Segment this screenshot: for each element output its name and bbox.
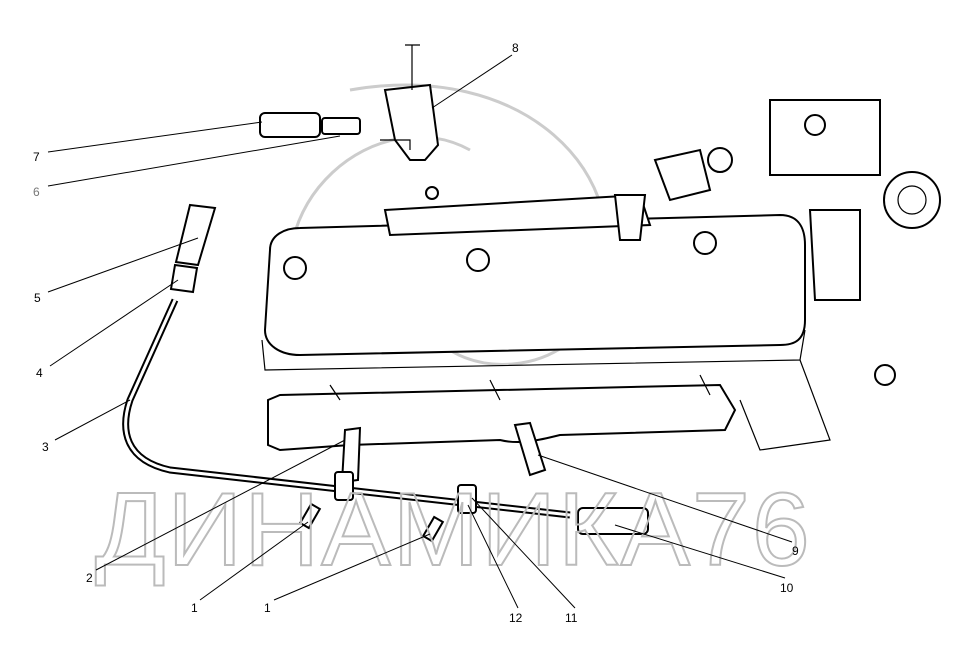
clamp-12 (334, 471, 354, 501)
callout-10: 10 (780, 581, 794, 595)
callout-3: 3 (42, 440, 49, 454)
callout-5: 5 (34, 291, 41, 305)
bracket-9 (513, 421, 547, 477)
callout-2: 2 (86, 571, 93, 585)
fitting-4 (169, 263, 199, 294)
clamp-11 (457, 484, 477, 514)
bracket-2 (340, 426, 362, 484)
watermark-text: ДИНАМИКА76 (95, 472, 812, 588)
hose-7 (259, 112, 321, 138)
leader-lines (47, 54, 793, 609)
bolt-1a (298, 502, 322, 530)
tap-8 (383, 83, 440, 161)
callout-12: 12 (509, 611, 523, 625)
callout-1a: 1 (191, 601, 198, 615)
hose-10 (577, 507, 649, 535)
hose-5 (174, 203, 217, 267)
union-6 (321, 117, 361, 135)
callout-9: 9 (792, 544, 799, 558)
callout-4: 4 (36, 366, 43, 380)
callout-7: 7 (33, 150, 40, 164)
engine-block (261, 99, 941, 452)
callout-11: 11 (565, 611, 578, 625)
callout-1b: 1 (264, 601, 271, 615)
callout-8: 8 (512, 41, 519, 55)
callout-6: 6 (33, 185, 40, 199)
